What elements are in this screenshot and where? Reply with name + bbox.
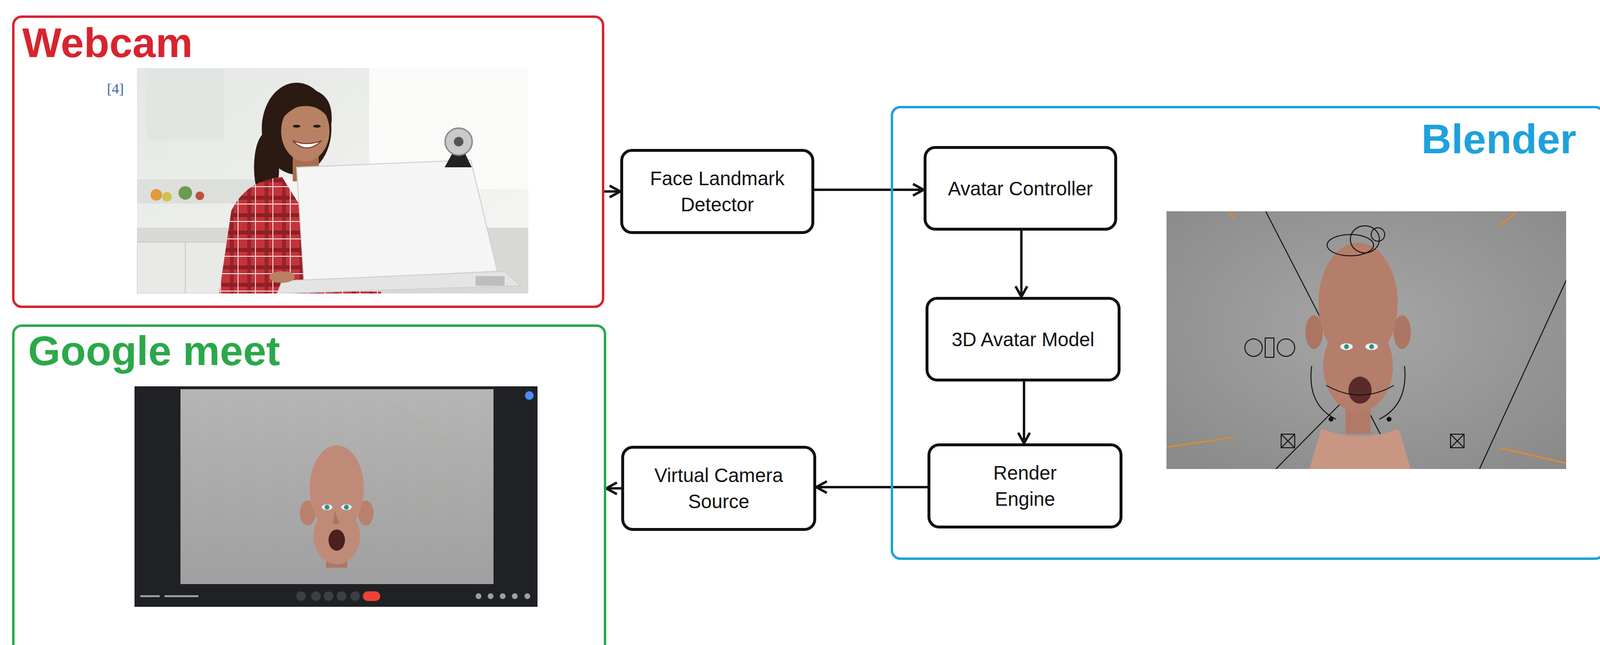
illustration-part (332, 511, 340, 525)
group-box: Google meet (12, 324, 607, 645)
illustration-part (487, 593, 494, 600)
illustration-part (453, 136, 464, 147)
illustration-part (511, 593, 518, 600)
illustration-part (1166, 211, 1567, 470)
illustration-part (336, 591, 347, 602)
illustration-part (1309, 429, 1411, 470)
illustration-part (1311, 366, 1406, 420)
webcam-photo (136, 68, 529, 294)
illustration-part (1340, 343, 1353, 351)
flow-arrow (606, 487, 622, 491)
process-box: Render Engine (927, 443, 1123, 529)
illustration-part (1371, 227, 1385, 242)
illustration-part (1369, 344, 1375, 350)
illustration-part (313, 508, 360, 565)
flow-arrow (816, 486, 928, 489)
box-label: Render Engine (971, 460, 1079, 513)
illustration-part (343, 505, 349, 510)
box-label: Virtual Camera Source (648, 462, 790, 515)
illustration-part (1365, 343, 1378, 351)
meet-screenshot (134, 386, 538, 608)
illustration-part (1499, 211, 1518, 226)
illustration-part (1229, 211, 1235, 221)
illustration-part (1499, 448, 1567, 464)
blender-screenshot (1166, 211, 1567, 470)
box-label: Avatar Controller (947, 175, 1093, 202)
illustration-part (146, 68, 225, 141)
illustration-part (1386, 417, 1392, 422)
illustration-part (184, 242, 186, 294)
illustration-part (292, 140, 322, 149)
illustration-part (277, 89, 332, 128)
process-box: Avatar Controller (923, 146, 1118, 231)
illustration-part (162, 192, 172, 202)
illustration-part (321, 504, 333, 511)
box-label: Face Landmark Detector (644, 165, 791, 218)
illustration-part (475, 276, 505, 286)
illustration-part (1265, 211, 1399, 470)
illustration-part (1348, 376, 1372, 404)
illustration-part (395, 405, 474, 460)
illustration-part (296, 591, 306, 602)
process-box: Virtual Camera Source (621, 446, 817, 532)
illustration-part (1281, 434, 1295, 449)
illustration-part (309, 445, 364, 533)
illustration-part (311, 591, 321, 602)
illustration-part (1281, 434, 1295, 449)
flow-arrow (1020, 230, 1023, 298)
illustration-part (1265, 338, 1274, 358)
illustration-part (475, 593, 482, 600)
illustration-part (180, 389, 494, 585)
illustration-part (178, 186, 193, 200)
illustration-part (1350, 225, 1380, 254)
group-box: BlenderAvatar Controller3D Avatar ModelR… (890, 105, 1600, 561)
illustration-part (1328, 417, 1334, 422)
illustration-part (350, 591, 360, 602)
group-title: Google meet (28, 328, 604, 373)
illustration-part (269, 271, 295, 284)
citation-number: [4] (106, 80, 124, 97)
illustration-part (195, 191, 205, 201)
process-box: Face Landmark Detector (620, 149, 815, 235)
illustration-part (136, 242, 234, 294)
illustration-part (341, 504, 352, 511)
group-box: Webcam (12, 15, 605, 309)
illustration-part (445, 128, 473, 156)
box-label: 3D Avatar Model (951, 326, 1095, 353)
illustration-part (1323, 320, 1393, 413)
flow-arrow (1022, 381, 1026, 444)
illustration-part (524, 391, 534, 401)
illustration-part (362, 591, 381, 602)
illustration-part (405, 468, 474, 513)
illustration-part (292, 124, 301, 128)
illustration-part (1479, 280, 1567, 470)
illustration-part (1326, 385, 1394, 396)
illustration-part (323, 591, 334, 602)
illustration-part (134, 386, 538, 608)
illustration-part (524, 593, 531, 600)
illustration-part (296, 160, 498, 282)
illustration-part (136, 68, 529, 294)
flow-arrow (604, 190, 621, 194)
illustration-part (1166, 437, 1235, 448)
illustration-part (140, 595, 160, 598)
group-title: Webcam (22, 20, 602, 65)
illustration-part (1244, 339, 1263, 357)
illustration-part (328, 529, 345, 552)
illustration-part (1344, 344, 1349, 350)
flow-arrow (814, 188, 924, 192)
illustration-part (150, 189, 163, 201)
illustration-part (499, 593, 506, 600)
illustration-part (164, 595, 199, 598)
illustration-part (1277, 339, 1295, 357)
illustration-part (313, 124, 321, 128)
illustration-part (1450, 434, 1465, 449)
illustration-part (277, 271, 521, 294)
process-box: 3D Avatar Model (925, 297, 1121, 382)
illustration-part (1450, 434, 1465, 449)
illustration-part (324, 505, 330, 510)
